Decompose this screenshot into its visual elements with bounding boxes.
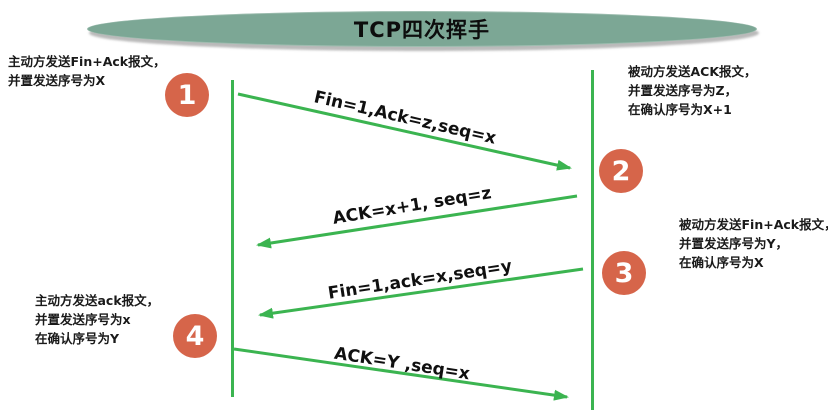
step-number: 1	[177, 79, 197, 111]
annotation-line: 主动方发送ack报文，	[35, 293, 160, 308]
arrow-fin-ack-seq-x	[237, 92, 572, 171]
step-badge-3: 3	[602, 251, 646, 295]
annotation-line: 并置发送序号为Z，	[628, 83, 738, 98]
annotation-line: 并置发送序号为x	[35, 312, 131, 327]
step-badge-2: 2	[599, 149, 643, 193]
annotation-line: 在确认序号为Y	[35, 331, 120, 346]
annotation-line: 在确认序号为X+1	[628, 102, 732, 117]
annotation-line: 并置发送序号为X	[8, 73, 106, 88]
arrow-ack-x1-seq-z	[256, 194, 578, 249]
annotation-left-bottom: 主动方发送ack报文， 并置发送序号为x 在确认序号为Y	[35, 291, 159, 348]
annotation-left-top: 主动方发送Fin+Ack报文， 并置发送序号为X	[8, 52, 166, 90]
annotation-line: 被动方发送Fin+Ack报文，	[679, 217, 828, 232]
arrow-fin-ack-seq-y	[258, 267, 584, 319]
annotation-right-middle: 被动方发送Fin+Ack报文， 并置发送序号为Y， 在确认序号为X	[679, 215, 828, 272]
annotation-line: 被动方发送ACK报文，	[628, 64, 757, 79]
step-number: 4	[185, 320, 205, 352]
step-number: 3	[614, 257, 634, 289]
step-number: 2	[611, 155, 631, 187]
annotation-line: 在确认序号为X	[679, 255, 764, 270]
arrow-ack-y-seq-x	[233, 347, 569, 401]
step-badge-4: 4	[173, 314, 217, 358]
annotation-right-top: 被动方发送ACK报文， 并置发送序号为Z， 在确认序号为X+1	[628, 62, 757, 119]
page-title: TCP四次挥手	[353, 18, 491, 42]
annotation-line: 并置发送序号为Y，	[679, 236, 789, 251]
annotation-line: 主动方发送Fin+Ack报文，	[8, 54, 166, 69]
title-banner: TCP四次挥手	[87, 11, 757, 47]
step-badge-1: 1	[165, 73, 209, 117]
